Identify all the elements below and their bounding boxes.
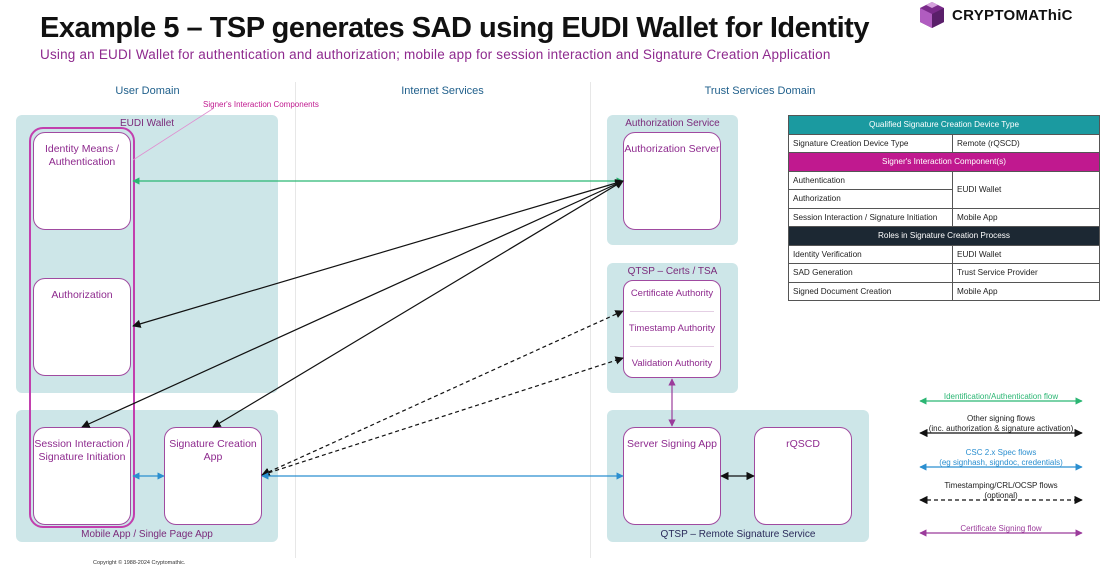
qtsp-certs-label: QTSP – Certs / TSA [627,266,718,277]
role-value: Mobile App [952,281,1100,301]
session-value: Mobile App [952,207,1100,227]
role-cell: Identity Verification [788,244,953,264]
table-row: Signature Creation Device Type Remote (r… [788,133,1100,153]
trust-domain-label: Trust Services Domain [704,85,816,97]
mobile-app-label: Mobile App / Single Page App [81,529,213,540]
sic-header: Signer's Interaction Component(s) [788,152,1100,172]
device-header: Qualified Signature Creation Device Type [788,115,1100,135]
table-row: Authorization [788,189,1100,209]
role-value: Trust Service Provider [952,263,1100,283]
signer-interaction-annotation: Signer's Interaction Components [203,100,319,109]
authorization-cell: Authorization [788,189,953,209]
copyright: Copyright © 1988-2024 Cryptomathic. [93,560,186,566]
sca-auth-flow-arrow [212,180,624,428]
timestamp-authority-label: Timestamp Authority [628,323,716,334]
legend-other-line2: (inc. authorization & signature activati… [928,424,1074,433]
server-signing-app-box: Server Signing App [623,427,721,525]
annotation-leader-line [132,107,215,161]
legend-timestamp-line1: Timestamping/CRL/OCSP flows [944,481,1058,490]
device-header-row: Qualified Signature Creation Device Type [788,115,1100,135]
role-cell: Signed Document Creation [788,281,953,301]
roles-header: Roles in Signature Creation Process [788,226,1100,246]
validation-authority-label: Validation Authority [631,358,713,369]
user-domain-label: User Domain [115,85,180,97]
role-cell: SAD Generation [788,263,953,283]
internet-domain-label: Internet Services [401,85,484,97]
qtsp-divider-2 [630,346,714,347]
authorization-server-box: Authorization Server [623,132,721,230]
brand-name: CRYPTOMAThiC [952,7,1073,24]
sic-header-row: Signer's Interaction Component(s) [788,152,1100,172]
table-row: Identity Verification EUDI Wallet [788,244,1100,264]
legend-cert-label: Certificate Signing flow [960,524,1042,533]
roles-header-row: Roles in Signature Creation Process [788,226,1100,246]
authentication-cell: Authentication [788,170,953,190]
device-type-cell: Signature Creation Device Type [788,133,953,153]
timestamp-flow-arrow-1 [261,310,624,476]
legend-identification-label: Identification/Authentication flow [943,392,1059,401]
legend-other-line1: Other signing flows [966,414,1036,423]
legend-timestamp-line2: (optional) [984,491,1018,500]
session-cell: Session Interaction / Signature Initiati… [788,207,953,227]
cryptomathic-logo-icon [920,2,944,28]
table-row: Authentication EUDI Wallet [788,170,1100,209]
eudi-wallet-label: EUDI Wallet [119,118,175,129]
session-interaction-box: Session Interaction / Signature Initiati… [33,427,131,525]
device-type-value: Remote (rQSCD) [952,133,1100,153]
table-row: SAD Generation Trust Service Provider [788,263,1100,283]
info-table: Qualified Signature Creation Device Type… [788,115,1100,301]
rqscd-box: rQSCD [754,427,852,525]
auth-value-cell: EUDI Wallet [952,170,1100,209]
timestamp-flow-arrow-2 [261,356,624,477]
table-row: Session Interaction / Signature Initiati… [788,207,1100,227]
table-row: Signed Document Creation Mobile App [788,281,1100,301]
authorization-service-label: Authorization Service [625,118,720,129]
page-title: Example 5 – TSP generates SAD using EUDI… [40,12,869,44]
authorization-flow-arrow [132,179,624,328]
certificate-authority-label: Certificate Authority [630,288,714,299]
qtsp-remote-label: QTSP – Remote Signature Service [660,529,816,540]
session-flow-arrow [81,180,624,428]
legend-csc-line1: CSC 2.x Spec flows [965,448,1037,457]
page-subtitle: Using an EUDI Wallet for authentication … [40,47,831,62]
qtsp-divider-1 [630,311,714,312]
legend-csc-line2: (eg signhash, signdoc, credentials) [939,458,1063,467]
role-value: EUDI Wallet [952,244,1100,264]
